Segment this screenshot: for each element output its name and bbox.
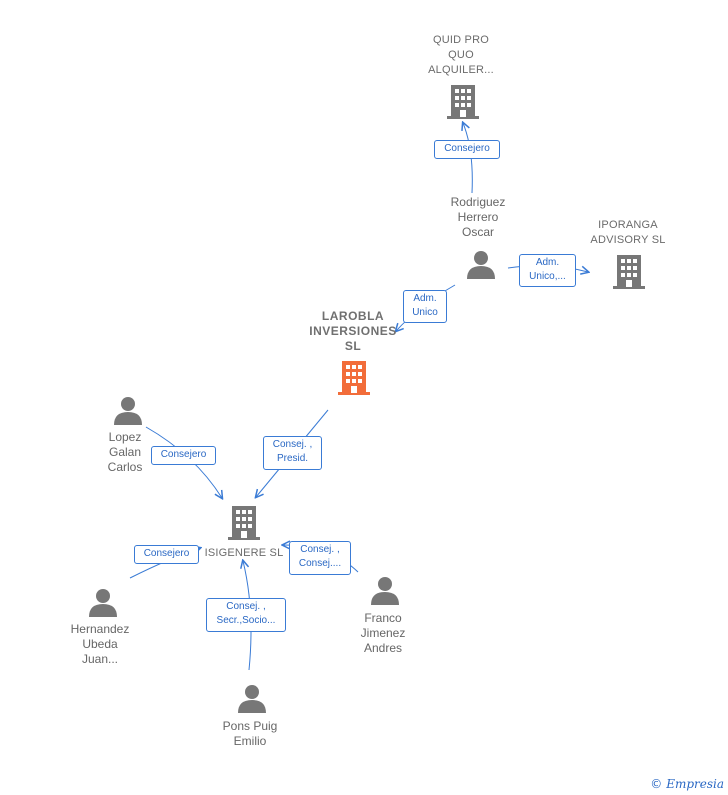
person-icon[interactable] [88, 588, 118, 618]
person-icon[interactable] [466, 250, 496, 280]
person-icon[interactable] [370, 576, 400, 606]
person-label-rodriguez[interactable]: Rodriguez Herrero Oscar [450, 195, 506, 239]
company-label-isigenere[interactable]: ISIGENERE SL [204, 547, 284, 559]
person-label-hernandez[interactable]: Hernandez Ubeda Juan... [70, 622, 130, 666]
building-icon[interactable] [228, 505, 260, 541]
building-icon-main[interactable] [338, 360, 370, 396]
building-icon[interactable] [613, 254, 645, 290]
relation-label-lopez-isigenere[interactable]: Consejero [151, 446, 216, 465]
copyright-icon: © [650, 777, 663, 791]
relation-label-larobla-isigenere[interactable]: Consej. , Presid. [263, 436, 322, 470]
company-label-iporanga[interactable]: IPORANGA ADVISORY SL [590, 219, 666, 246]
person-icon[interactable] [237, 684, 267, 714]
company-label-larobla[interactable]: LAROBLA INVERSIONES SL [309, 309, 397, 353]
relation-label-rodriguez-quid[interactable]: Consejero [434, 140, 500, 159]
relation-label-rodriguez-iporanga[interactable]: Adm. Unico,... [519, 254, 576, 287]
company-label-quid-pro-quo[interactable]: QUID PRO QUO ALQUILER... [428, 34, 494, 76]
relation-label-pons-isigenere[interactable]: Consej. , Secr.,Socio... [206, 598, 286, 632]
person-label-pons[interactable]: Pons Puig Emilio [222, 719, 278, 748]
person-label-franco[interactable]: Franco Jimenez Andres [360, 611, 406, 655]
building-icon[interactable] [447, 84, 479, 120]
person-icon[interactable] [113, 396, 143, 426]
person-label-lopez[interactable]: Lopez Galan Carlos [107, 430, 143, 474]
relation-label-hernandez-isigenere[interactable]: Consejero [134, 545, 199, 564]
relation-label-franco-isigenere[interactable]: Consej. , Consej.... [289, 541, 351, 575]
brand-name: Empresia [666, 777, 724, 791]
footer-brand: ©Empresia [650, 777, 724, 791]
relation-label-rodriguez-larobla[interactable]: Adm. Unico [403, 290, 447, 323]
